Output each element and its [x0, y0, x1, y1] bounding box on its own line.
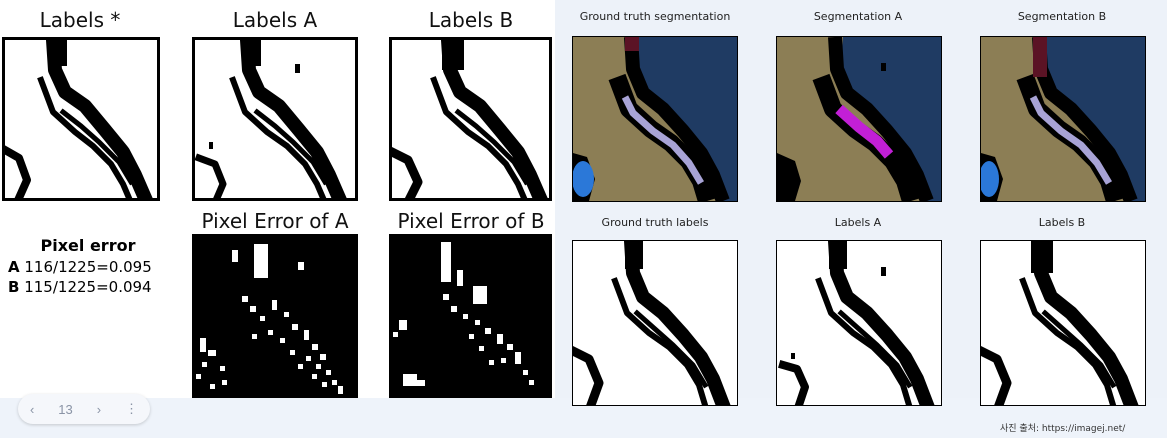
gt-labels-image	[572, 240, 738, 406]
title-pixel-error-b: Pixel Error of B	[397, 209, 545, 233]
labels-a-image	[192, 37, 358, 201]
title-labels-b-right: Labels B	[1038, 216, 1086, 229]
segmentation-a-image	[776, 36, 942, 202]
pixel-error-a-image	[192, 234, 358, 398]
pixel-error-title: Pixel error	[40, 236, 136, 255]
pixel-error-summary: Pixel error A 116/1225=0.095 B 115/1225=…	[8, 236, 168, 297]
image-credit: 사진 출처: https://imagej.net/	[1000, 424, 1126, 434]
gt-segmentation-image	[572, 36, 738, 202]
more-options-icon[interactable]: ⋮	[124, 401, 138, 416]
title-segmentation-b: Segmentation B	[1017, 10, 1107, 23]
title-segmentation-a: Segmentation A	[813, 10, 903, 23]
pixel-error-b: B 115/1225=0.094	[8, 278, 152, 296]
title-labels-a-right: Labels A	[834, 216, 882, 229]
labels-star-image	[2, 37, 160, 201]
title-gt-labels: Ground truth labels	[601, 216, 709, 229]
pixel-error-b-image	[389, 234, 552, 398]
title-gt-segmentation: Ground truth segmentation	[579, 10, 731, 23]
title-labels-a: Labels A	[232, 8, 318, 32]
labels-b-image	[389, 37, 552, 201]
labels-b-right-image	[980, 240, 1146, 406]
title-labels-star: Labels *	[39, 8, 121, 32]
prev-page-icon[interactable]: ‹	[29, 401, 35, 417]
title-labels-b: Labels B	[428, 8, 514, 32]
slide-pager: ‹ 13 › ⋮	[18, 394, 150, 424]
next-page-icon[interactable]: ›	[96, 401, 102, 417]
pixel-error-a: A 116/1225=0.095	[8, 258, 152, 276]
title-pixel-error-a: Pixel Error of A	[201, 209, 349, 233]
page-number: 13	[58, 401, 73, 417]
segmentation-b-image	[980, 36, 1146, 202]
labels-a-right-image	[776, 240, 942, 406]
